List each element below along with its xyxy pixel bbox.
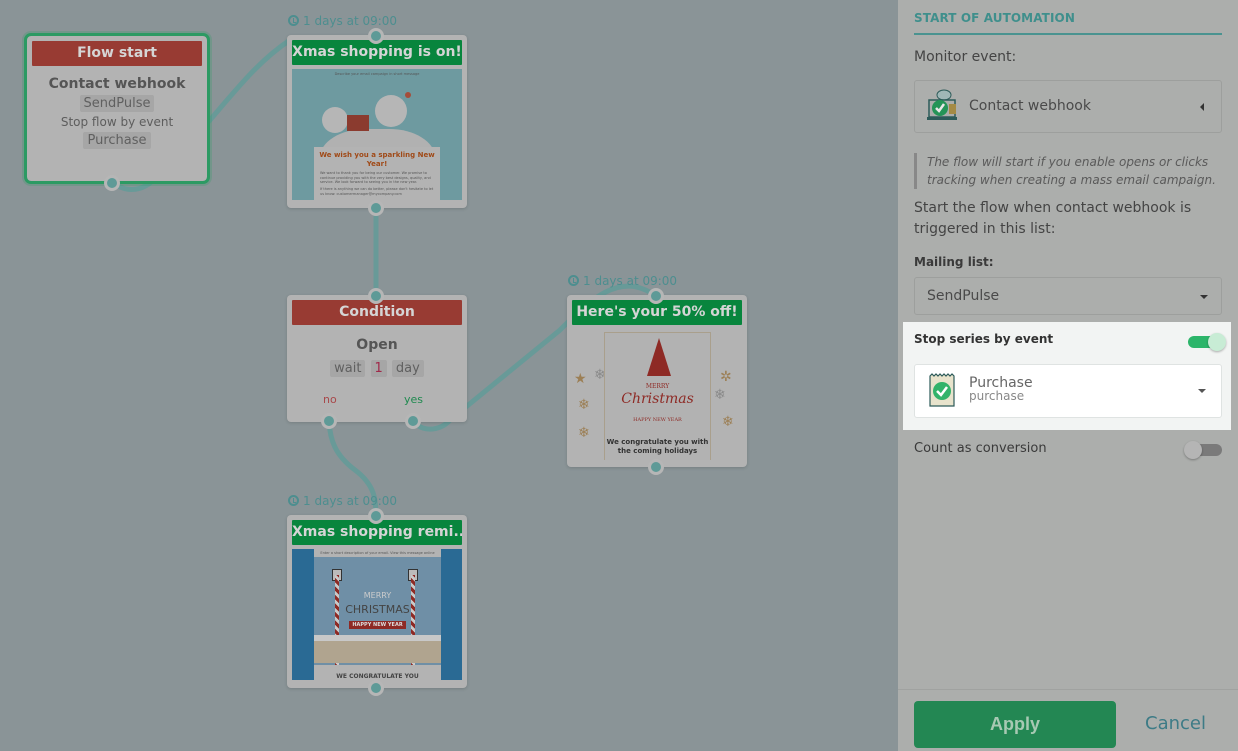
tree-graphic xyxy=(322,107,348,133)
caret-left-icon xyxy=(1200,103,1204,111)
node-header: Xmas shopping is on! xyxy=(292,40,462,65)
chevron-down-icon xyxy=(1198,389,1206,393)
node-header: Condition xyxy=(292,300,462,325)
email-preview: Describe your email campaign in short me… xyxy=(292,69,462,200)
stop-flow-text: Stop flow by event xyxy=(60,115,174,129)
no-port[interactable] xyxy=(321,413,337,429)
output-port[interactable] xyxy=(368,200,384,216)
delay-label: 1 days at 09:00 xyxy=(288,14,397,28)
monitor-event-label: Monitor event: xyxy=(914,49,1017,65)
tree-graphic xyxy=(375,95,407,127)
settings-panel: START OF AUTOMATION Monitor event: Conta… xyxy=(898,0,1238,751)
delay-label: 1 days at 09:00 xyxy=(288,494,397,508)
stop-event-key: purchase xyxy=(969,389,1025,403)
mailing-list-select[interactable]: SendPulse xyxy=(914,277,1222,315)
wait-chip: wait xyxy=(330,360,366,377)
apply-button[interactable]: Apply xyxy=(914,701,1116,748)
stop-event-chip: Purchase xyxy=(83,132,151,149)
description-text: Start the flow when contact webhook is t… xyxy=(914,200,1192,237)
mailing-list-label: Mailing list: xyxy=(914,255,994,269)
flow-canvas[interactable]: Flow start Contact webhook SendPulse Sto… xyxy=(0,0,898,751)
node-email-xmas-shopping[interactable]: Xmas shopping is on! Describe your email… xyxy=(287,35,467,208)
mailing-list-value: SendPulse xyxy=(927,288,1000,304)
wait-value-chip: 1 xyxy=(370,360,387,377)
sun-graphic xyxy=(405,92,411,98)
email-preview: ★ ❄ ❄ ❄ ✲ ❄ ❄ MERRY Christmas HAPPY NEW … xyxy=(572,329,742,460)
stop-series-label: Stop series by event xyxy=(914,332,1054,346)
yes-port[interactable] xyxy=(405,413,421,429)
output-port[interactable] xyxy=(648,459,664,475)
count-conversion-toggle[interactable] xyxy=(1184,441,1222,459)
output-port[interactable] xyxy=(368,680,384,696)
section-title: START OF AUTOMATION xyxy=(914,11,1222,35)
condition-title: Open xyxy=(356,337,398,353)
monitor-event-value: Contact webhook xyxy=(969,98,1091,114)
houses-graphic xyxy=(314,641,441,663)
christmas-tree-graphic xyxy=(647,338,671,376)
wait-unit-chip: day xyxy=(391,360,424,377)
output-port[interactable] xyxy=(104,175,120,191)
list-chip: SendPulse xyxy=(79,95,155,112)
node-header: Xmas shopping remi... xyxy=(292,520,462,545)
info-note: The flow will start if you enable opens … xyxy=(914,153,1222,189)
no-branch-label: no xyxy=(323,393,337,406)
clock-icon xyxy=(568,275,579,286)
input-port[interactable] xyxy=(648,288,664,304)
delay-label: 1 days at 09:00 xyxy=(568,274,677,288)
webhook-icon xyxy=(927,89,957,120)
yes-branch-label: yes xyxy=(404,393,424,406)
node-header: Flow start xyxy=(32,41,202,66)
connector-no-to-email3 xyxy=(326,420,379,517)
house-graphic xyxy=(347,115,369,131)
preview-heading: We wish you a sparkling New Year! xyxy=(319,151,435,168)
receipt-icon xyxy=(929,373,955,407)
node-email-xmas-reminder[interactable]: Xmas shopping remi... Enter a short desc… xyxy=(287,515,467,688)
input-port[interactable] xyxy=(368,288,384,304)
stop-series-toggle[interactable] xyxy=(1188,333,1226,351)
node-header: Here's your 50% off! xyxy=(572,300,742,325)
input-port[interactable] xyxy=(368,508,384,524)
stop-event-select[interactable]: Purchase purchase xyxy=(914,364,1222,418)
node-email-50-off[interactable]: Here's your 50% off! ★ ❄ ❄ ❄ ✲ ❄ ❄ MERRY… xyxy=(567,295,747,467)
chevron-down-icon xyxy=(1200,295,1208,299)
email-preview: Enter a short description of your email.… xyxy=(292,549,462,680)
count-conversion-label: Count as conversion xyxy=(914,441,1047,456)
connector-yes-to-email2 xyxy=(411,283,658,432)
trigger-title: Contact webhook xyxy=(48,76,186,92)
stop-series-section: Stop series by event Purchase purchase xyxy=(903,322,1231,430)
clock-icon xyxy=(288,15,299,26)
panel-footer: Apply Cancel xyxy=(898,689,1238,751)
input-port[interactable] xyxy=(368,28,384,44)
clock-icon xyxy=(288,495,299,506)
cancel-button[interactable]: Cancel xyxy=(1145,713,1206,734)
node-condition[interactable]: Condition Open wait 1 day no yes xyxy=(287,295,467,422)
monitor-event-select[interactable]: Contact webhook xyxy=(914,80,1222,133)
node-flow-start[interactable]: Flow start Contact webhook SendPulse Sto… xyxy=(24,33,210,184)
connector-lines xyxy=(111,37,658,517)
stop-event-name: Purchase xyxy=(969,375,1033,391)
connector-start-to-email1 xyxy=(111,37,292,192)
